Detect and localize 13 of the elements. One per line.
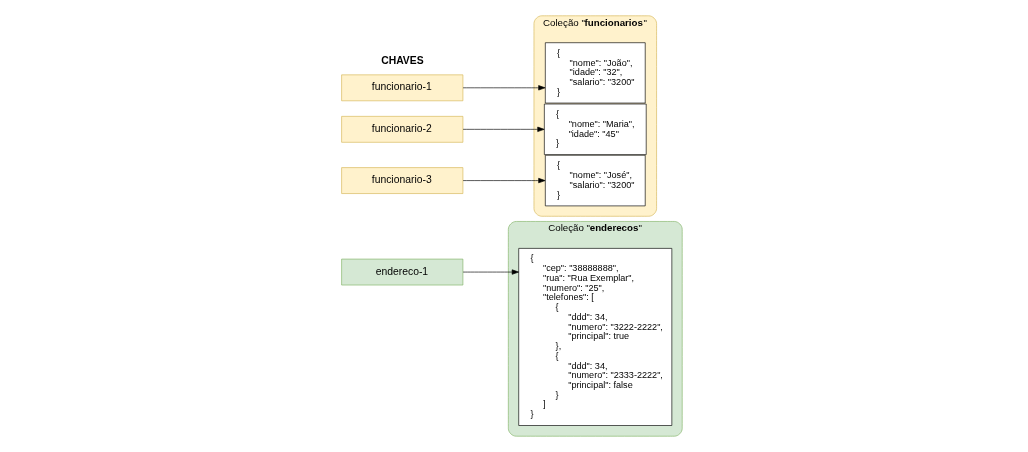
node-box: { "nome": "João", "idade": "32", "salario": "3200" } <box>544 42 646 104</box>
node-box: funcionario-2 <box>340 116 463 143</box>
arrow <box>462 178 545 184</box>
arrow <box>462 126 544 132</box>
arrow <box>462 269 519 275</box>
arrow <box>462 85 545 91</box>
node-box: endereco-1 <box>340 258 463 286</box>
label: CHAVES <box>380 55 424 67</box>
node-box: funcionario-3 <box>340 167 463 194</box>
node-box: { "nome": "José", "salario": "3200" } <box>544 154 646 207</box>
node-box: { "nome": "Maria", "idade": "45" } <box>543 103 647 155</box>
node-box: funcionario-1 <box>340 74 463 102</box>
node-box: { "cep": "38888888", "rua": "Rua Exemplar", "numero": "25", "telefones": [ { "ddd": 34, "numero": "3222-2222", "principal": true }, { "ddd": 34, "numero": "2333-2222", "principal": false } ] } <box>517 248 672 426</box>
